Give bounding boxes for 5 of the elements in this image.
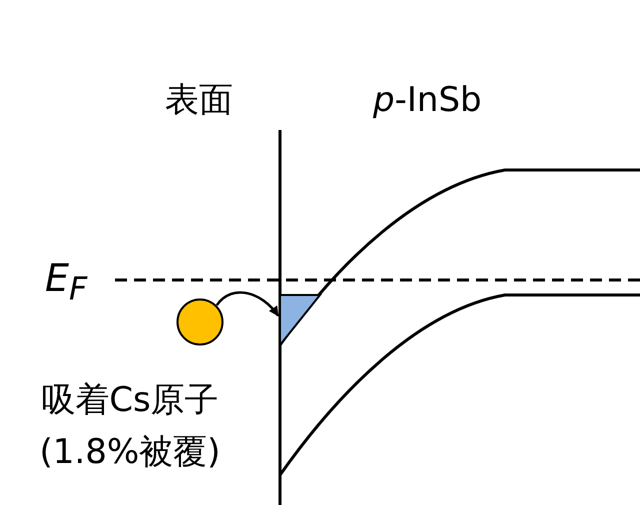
arrow [216,291,279,316]
material-label: p-InSb [373,80,482,120]
fermi-level-label: E$_{F}$ [45,258,88,310]
atom-caption: 吸着Cs原子 (1.8%被覆) [38,379,222,474]
surface-label: 表面 [165,80,233,120]
